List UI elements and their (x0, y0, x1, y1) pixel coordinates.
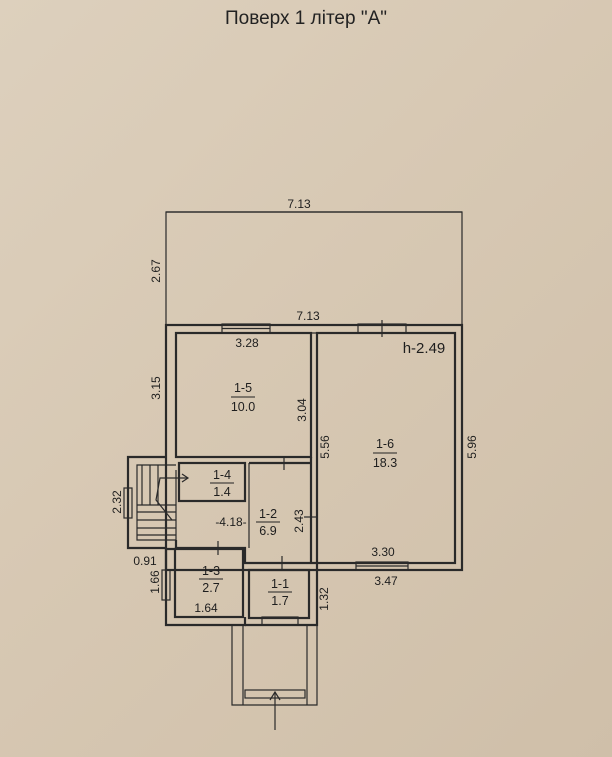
dim-room13-height: 1.66 (148, 570, 162, 594)
hall-bottom-wall (174, 540, 317, 565)
room-id: 1-6 (376, 437, 394, 451)
staircase (137, 465, 190, 540)
dim-room13-width: 1.64 (194, 601, 218, 615)
dim-terrace-depth: 2.67 (149, 259, 163, 283)
room-id: 1-4 (213, 468, 231, 482)
room-label-1-5: 1-5 10.0 (231, 381, 255, 414)
room-label-1-4: 1-4 1.4 (210, 468, 234, 499)
room-id: 1-2 (259, 507, 277, 521)
room-label-1-3: 1-3 2.7 (199, 564, 223, 595)
dim-room16-inner-height: 5.56 (318, 435, 332, 459)
dim-left-offset: 0.91 (133, 554, 157, 568)
room-area: 1.4 (213, 485, 230, 499)
dim-left-height: 3.15 (149, 376, 163, 400)
dim-room15-height: 3.04 (295, 398, 309, 422)
stair-outline (126, 455, 166, 550)
dim-stair-width: 2.32 (110, 490, 124, 514)
page-title: Поверх 1 літер "А" (224, 8, 388, 29)
dim-room11-depth: 1.32 (317, 587, 331, 611)
dim-room16-outer-width: 3.47 (374, 574, 398, 588)
dim-hall-length: -4.18- (215, 515, 246, 529)
room-label-1-1: 1-1 1.7 (268, 577, 292, 608)
room-area: 1.7 (271, 594, 288, 608)
dim-room15-width: 3.28 (235, 336, 259, 350)
door-entrance (261, 616, 299, 626)
dim-room16-width: 3.30 (371, 545, 395, 559)
room-1-1 (247, 568, 311, 620)
room-area: 2.7 (202, 581, 219, 595)
entrance-arrow-head (269, 690, 281, 701)
room-1-4 (177, 461, 247, 503)
room-area: 18.3 (373, 456, 397, 470)
room-label-1-2: 1-2 6.9 (256, 507, 280, 538)
dim-right-height: 5.96 (465, 435, 479, 459)
room-1-3-outer (164, 547, 247, 627)
window-room-1-3 (161, 569, 171, 601)
room-id: 1-1 (271, 577, 289, 591)
window-stair (123, 487, 133, 519)
dim-inner-width: 7.13 (296, 309, 320, 323)
stair-inner-outline (136, 464, 176, 541)
ceiling-height-label: h-2.49 (403, 340, 446, 357)
room-area: 10.0 (231, 400, 255, 414)
room-1-3 (173, 547, 245, 619)
main-outline (164, 323, 464, 572)
room-1-5 (174, 331, 313, 459)
room-id: 1-3 (202, 564, 220, 578)
dim-hall-width: 2.43 (292, 509, 306, 533)
dim-top-width: 7.13 (287, 197, 311, 211)
room-id: 1-5 (234, 381, 252, 395)
room-label-1-6: 1-6 18.3 (373, 437, 397, 470)
room-area: 6.9 (259, 524, 276, 538)
